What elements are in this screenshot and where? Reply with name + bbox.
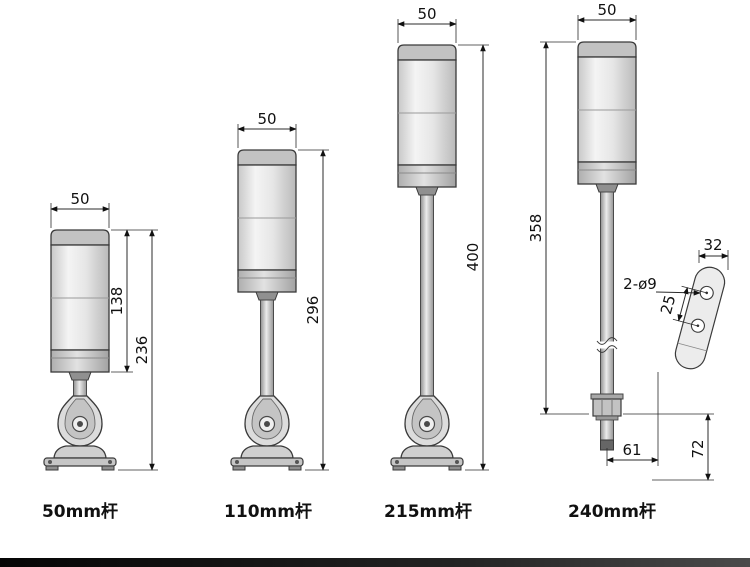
figure-label-215mm: 215mm杆 [384, 502, 472, 522]
dim-bracket-offset: 61 [622, 441, 641, 459]
base-dome [400, 445, 454, 459]
base-flange [230, 457, 304, 467]
base-flange [390, 457, 464, 467]
tower-figure-50mm [43, 229, 117, 471]
lamp-base-ring [237, 269, 297, 293]
lamp-cap [50, 229, 110, 246]
base-dome [240, 445, 294, 459]
dim-top-width-3: 50 [417, 5, 436, 23]
figure-4-dimensions: 50 358 32 2-ø9 25 61 72 [527, 1, 729, 481]
lamp-base-ring [397, 164, 457, 188]
mounting-nut [592, 398, 622, 417]
mounting-bracket [674, 266, 726, 370]
dim-top-width-1: 50 [70, 190, 89, 208]
figure-label-240mm: 240mm杆 [568, 502, 656, 522]
figure-1-dimensions: 50 138 236 [50, 190, 158, 471]
lamp-cap [237, 149, 297, 166]
dim-total-height-1: 236 [133, 336, 151, 365]
lamp-base-ring [50, 349, 110, 373]
figure-3-dimensions: 50 400 [397, 5, 489, 471]
lamp-neck [595, 183, 619, 193]
tower-figure-240mm [577, 41, 726, 451]
pole [260, 299, 274, 397]
pole [420, 194, 434, 397]
tower-figure-110mm [230, 149, 304, 471]
bracket-holes-callout: 2-ø9 [623, 275, 657, 293]
washer [590, 393, 624, 400]
pole [73, 379, 87, 397]
tower-figure-215mm [390, 44, 464, 471]
base-dome [53, 445, 107, 459]
dim-bracket-width: 32 [703, 236, 722, 254]
lamp-cap [577, 41, 637, 58]
lamp-neck [68, 371, 92, 381]
figure-2-dimensions: 50 296 [237, 110, 329, 471]
figure-label-110mm: 110mm杆 [224, 502, 312, 522]
photo-bottom-edge [0, 558, 750, 567]
dim-hole-spacing: 25 [657, 293, 679, 316]
dim-total-height-3: 400 [464, 243, 482, 272]
dim-pole-length: 358 [527, 214, 545, 243]
dim-total-height-2: 296 [304, 296, 322, 325]
lamp-base-ring [577, 161, 637, 185]
lamp-neck [415, 186, 439, 196]
pole-break-symbol [596, 337, 618, 345]
dim-top-width-4: 50 [597, 1, 616, 19]
base-flange [43, 457, 117, 467]
figure-label-50mm: 50mm杆 [42, 502, 118, 522]
dim-top-width-2: 50 [257, 110, 276, 128]
lamp-cap [397, 44, 457, 61]
lamp-neck [255, 291, 279, 301]
dim-bracket-drop: 72 [689, 439, 707, 458]
dim-lamp-height-1: 138 [108, 287, 126, 316]
